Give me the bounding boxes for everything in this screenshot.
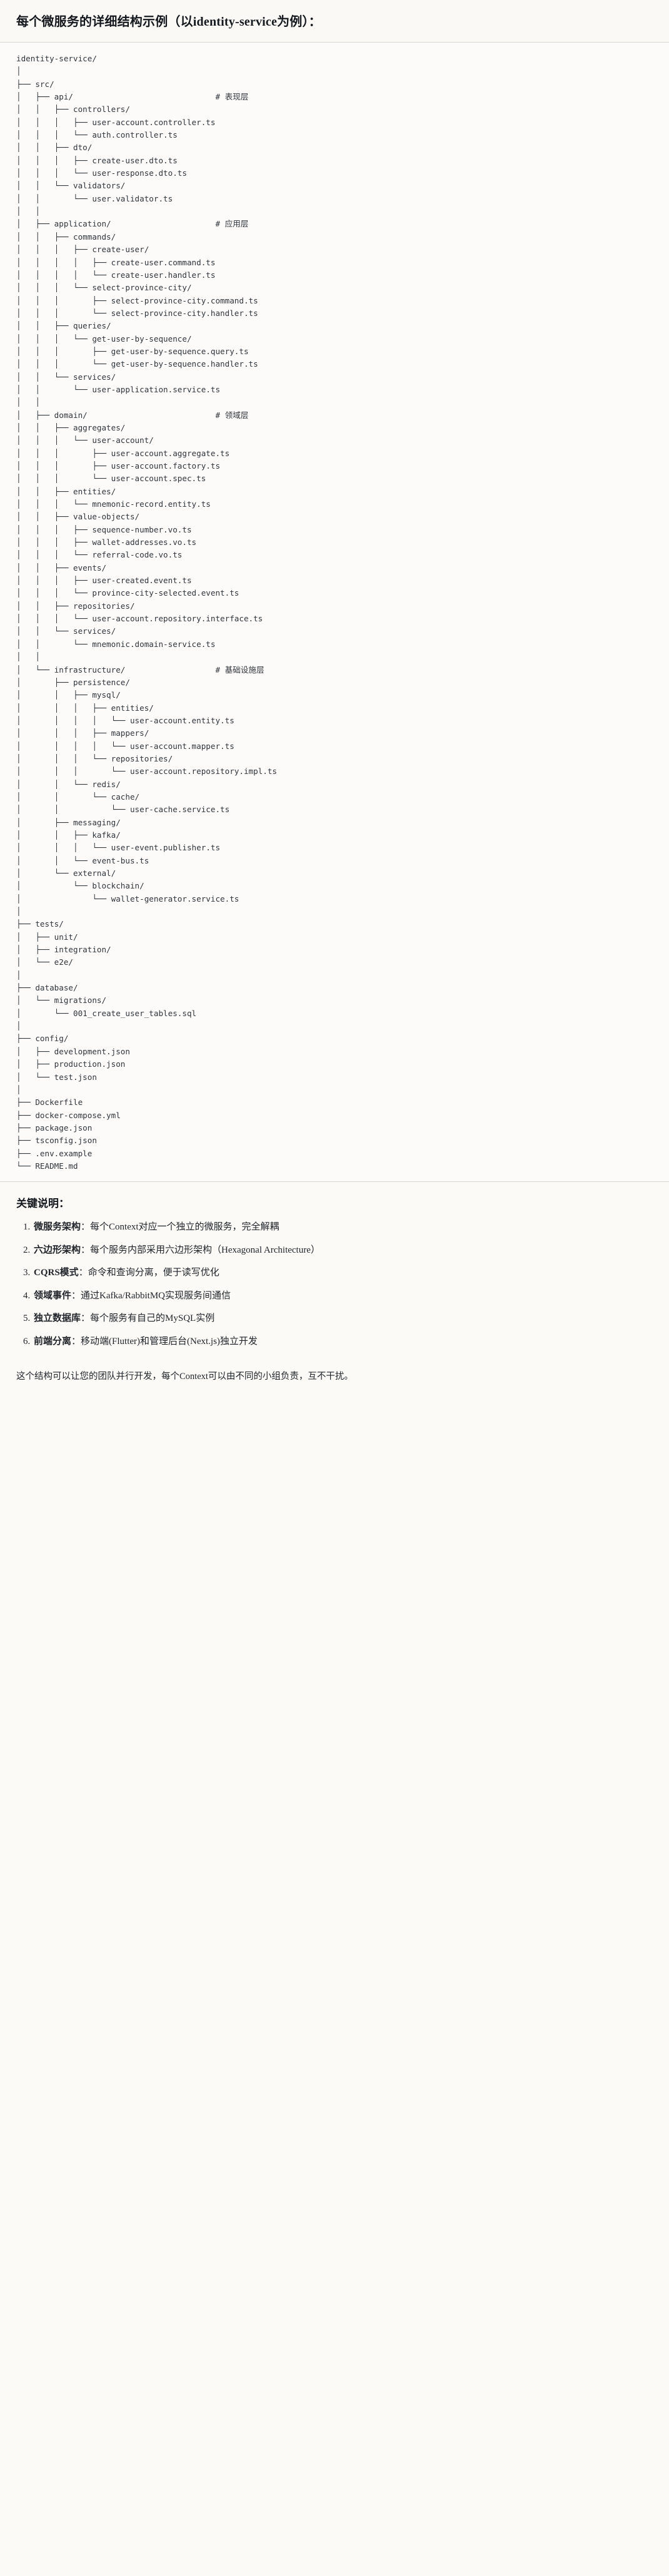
key-points-section: 关键说明： 微服务架构：每个Context对应一个独立的微服务，完全解耦六边形架…	[0, 1181, 669, 1364]
key-point-item: 六边形架构：每个服务内部采用六边形架构（Hexagonal Architectu…	[33, 1243, 653, 1258]
key-point-description: ：命令和查询分离，便于读写优化	[78, 1268, 219, 1278]
key-point-term: 六边形架构	[34, 1245, 81, 1255]
key-point-description: ：每个Context对应一个独立的微服务，完全解耦	[81, 1222, 279, 1233]
document-page: 每个微服务的详细结构示例（以identity-service为例）： ident…	[0, 0, 669, 1398]
key-point-item: 领域事件：通过Kafka/RabbitMQ实现服务间通信	[33, 1289, 653, 1303]
directory-tree: identity-service/ │ ├── src/ │ ├── api/ …	[16, 54, 278, 1171]
key-point-term: 前端分离	[34, 1336, 72, 1347]
key-point-term: 微服务架构	[34, 1222, 81, 1233]
key-point-description: ：通过Kafka/RabbitMQ实现服务间通信	[71, 1290, 231, 1301]
key-point-item: CQRS模式：命令和查询分离，便于读写优化	[33, 1266, 653, 1280]
key-point-term: 独立数据库	[34, 1313, 81, 1324]
key-points-footer: 这个结构可以让您的团队并行开发，每个Context可以由不同的小组负责，互不干扰…	[0, 1367, 669, 1398]
key-point-term: 领域事件	[34, 1290, 72, 1301]
key-points-list: 微服务架构：每个Context对应一个独立的微服务，完全解耦六边形架构：每个服务…	[16, 1220, 653, 1348]
key-point-item: 独立数据库：每个服务有自己的MySQL实例	[33, 1311, 653, 1326]
key-point-item: 微服务架构：每个Context对应一个独立的微服务，完全解耦	[33, 1220, 653, 1235]
key-point-term: CQRS模式	[34, 1268, 79, 1278]
page-title: 每个微服务的详细结构示例（以identity-service为例）：	[16, 15, 321, 29]
directory-tree-block: identity-service/ │ ├── src/ │ ├── api/ …	[0, 43, 669, 1182]
key-point-item: 前端分离：移动端(Flutter)和管理后台(Next.js)独立开发	[33, 1335, 653, 1349]
key-points-title: 关键说明：	[16, 1198, 69, 1210]
key-point-description: ：移动端(Flutter)和管理后台(Next.js)独立开发	[71, 1336, 258, 1347]
key-point-description: ：每个服务内部采用六边形架构（Hexagonal Architecture）	[81, 1245, 320, 1255]
document-header: 每个微服务的详细结构示例（以identity-service为例）：	[0, 0, 669, 43]
key-point-description: ：每个服务有自己的MySQL实例	[81, 1313, 215, 1324]
